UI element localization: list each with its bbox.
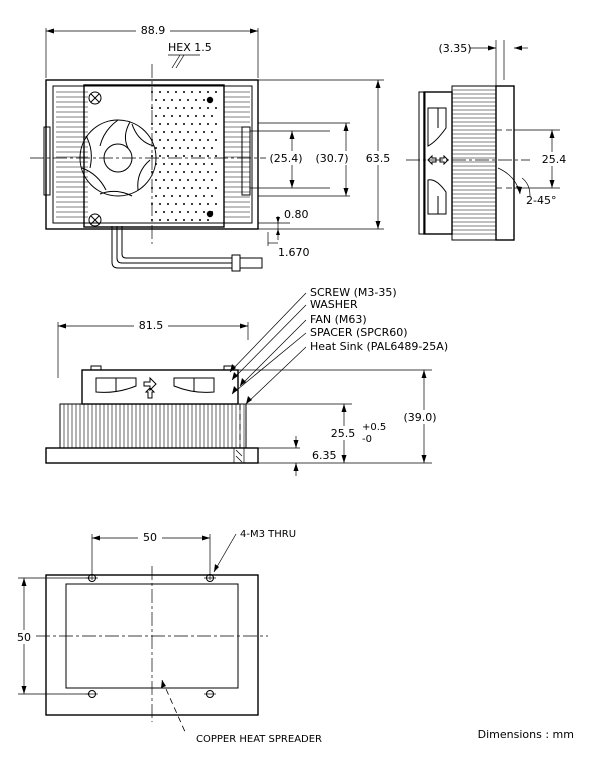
- hole-spacing-x-label: 50: [143, 531, 157, 544]
- side-spacing-label: 25.4: [542, 153, 567, 166]
- units-note: Dimensions : mm: [478, 728, 574, 741]
- offset-small-label: 0.80: [284, 208, 309, 221]
- top-fins-left: [56, 91, 88, 218]
- part-label-4: Heat Sink (PAL6489-25A): [310, 340, 448, 353]
- hole-spacing-y-label: 50: [17, 631, 31, 644]
- base-thickness-label: 6.35: [312, 449, 337, 462]
- front-fins: [59, 403, 247, 449]
- part-label-1: WASHER: [310, 298, 358, 311]
- part-label-3: SPACER (SPCR60): [310, 326, 408, 339]
- side-view: (3.35): [406, 40, 570, 241]
- spreader-label: COPPER HEAT SPREADER: [196, 734, 322, 745]
- side-offset-label: (3.35): [438, 42, 471, 55]
- inner-dim-b: (30.7): [315, 152, 348, 165]
- part-label-2: FAN (M63): [310, 313, 367, 326]
- bottom-view: 50 4-M3 THRU 50: [12, 529, 322, 745]
- tol-plus-label: +0.5: [362, 422, 386, 433]
- chamfer-label: 2-45°: [526, 194, 556, 207]
- hex-label: HEX 1.5: [168, 41, 212, 54]
- fan-cable: [111, 226, 263, 272]
- front-view: 81.5 SCREW (M3-35) WASHER FAN (M63) SPAC…: [45, 286, 448, 476]
- top-width-label: 88.9: [141, 24, 166, 37]
- tol-minus-label: -0: [362, 434, 372, 445]
- top-fins-right: [224, 91, 250, 218]
- front-width-label: 81.5: [139, 319, 164, 332]
- top-view: 88.9 HEX 1.5: [30, 23, 394, 272]
- fin-height-label: 25.5: [331, 427, 356, 440]
- top-screws: [88, 91, 214, 227]
- inner-dim-a: (25.4): [269, 152, 302, 165]
- offset-large-label: 1.670: [278, 246, 310, 259]
- holes-label: 4-M3 THRU: [240, 529, 296, 540]
- fan-grille: [151, 91, 217, 221]
- side-fins: [452, 89, 496, 235]
- top-height-label: 63.5: [366, 152, 391, 165]
- total-height-label: (39.0): [403, 411, 436, 424]
- fan-blades: [81, 119, 155, 197]
- part-label-0: SCREW (M3-35): [310, 286, 397, 299]
